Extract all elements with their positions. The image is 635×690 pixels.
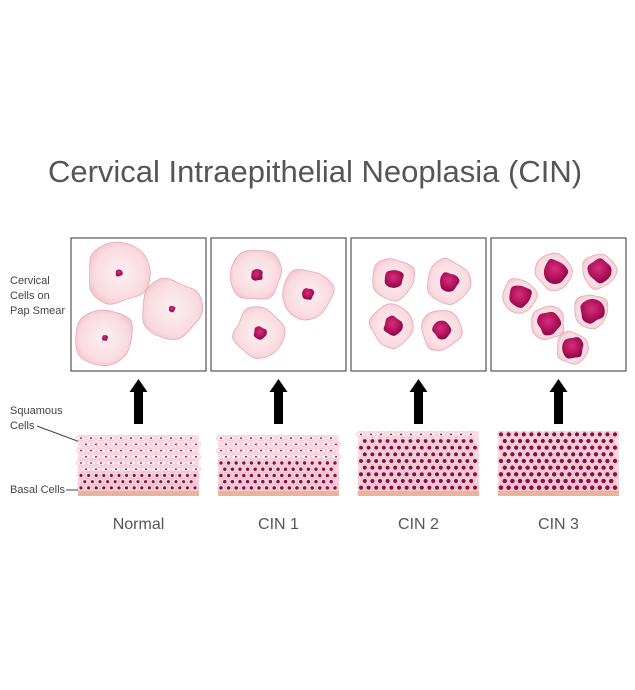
cell-nucleus xyxy=(251,269,263,281)
progression-arrow-icon xyxy=(409,379,428,424)
cell-nucleus xyxy=(440,272,460,292)
epithelium-section xyxy=(355,431,479,496)
cell-nucleus xyxy=(253,326,267,340)
pap-smear-label-line: Cells on xyxy=(10,290,50,302)
stage-label: CIN 3 xyxy=(538,516,579,533)
squamous-label-line: Squamous xyxy=(10,405,63,417)
progression-arrow-icon xyxy=(269,379,288,424)
cell-nucleus xyxy=(302,288,315,300)
pap-smear-panel xyxy=(210,237,347,372)
basal-membrane xyxy=(218,491,339,496)
basal-label-text: Basal Cells xyxy=(10,484,66,496)
stage-column: CIN 3 xyxy=(490,237,627,533)
stage-label: CIN 2 xyxy=(398,516,439,533)
stage-column: CIN 2 xyxy=(350,237,487,533)
cell-nucleus xyxy=(102,335,108,341)
stage-label: CIN 1 xyxy=(258,516,299,533)
basal-membrane xyxy=(78,491,199,496)
stage-column: CIN 1 xyxy=(210,237,347,533)
cell-nucleus xyxy=(384,270,404,288)
pap-smear-label-line: Cervical xyxy=(10,275,50,287)
squamous-cells-label: Squamous Cells xyxy=(10,405,81,443)
cell-nucleus xyxy=(543,258,569,285)
basal-cells-label: Basal Cells xyxy=(10,484,80,496)
cell-nucleus xyxy=(587,258,612,284)
cell-nucleus xyxy=(383,315,403,336)
pap-smear-panel xyxy=(70,237,207,372)
progression-arrow-icon xyxy=(549,379,568,424)
squamous-label-line: Cells xyxy=(10,420,35,432)
epithelium-section xyxy=(215,435,342,496)
pap-smear-label: Cervical Cells on Pap Smear xyxy=(10,275,65,317)
cell-nucleus xyxy=(580,299,605,324)
basal-membrane xyxy=(498,491,619,496)
epithelium-section xyxy=(497,430,619,496)
pap-smear-panel xyxy=(490,237,627,372)
page-title: Cervical Intraepithelial Neoplasia (CIN) xyxy=(48,154,582,189)
panel-frame xyxy=(350,237,487,372)
progression-arrow-icon xyxy=(129,379,148,424)
epithelium-section xyxy=(75,435,202,496)
cell-nucleus xyxy=(509,285,532,308)
cell-nucleus xyxy=(115,269,123,277)
basal-membrane xyxy=(358,491,479,496)
pap-smear-panel xyxy=(350,237,487,372)
cell-nucleus xyxy=(432,320,452,340)
stage-column: Normal xyxy=(70,237,207,533)
cell-nucleus xyxy=(562,337,584,359)
stage-label: Normal xyxy=(113,516,165,533)
pap-smear-label-line: Pap Smear xyxy=(10,305,65,317)
cell-nucleus xyxy=(537,311,562,336)
squamous-pointer-line xyxy=(36,425,81,443)
cell-nucleus xyxy=(168,305,176,313)
